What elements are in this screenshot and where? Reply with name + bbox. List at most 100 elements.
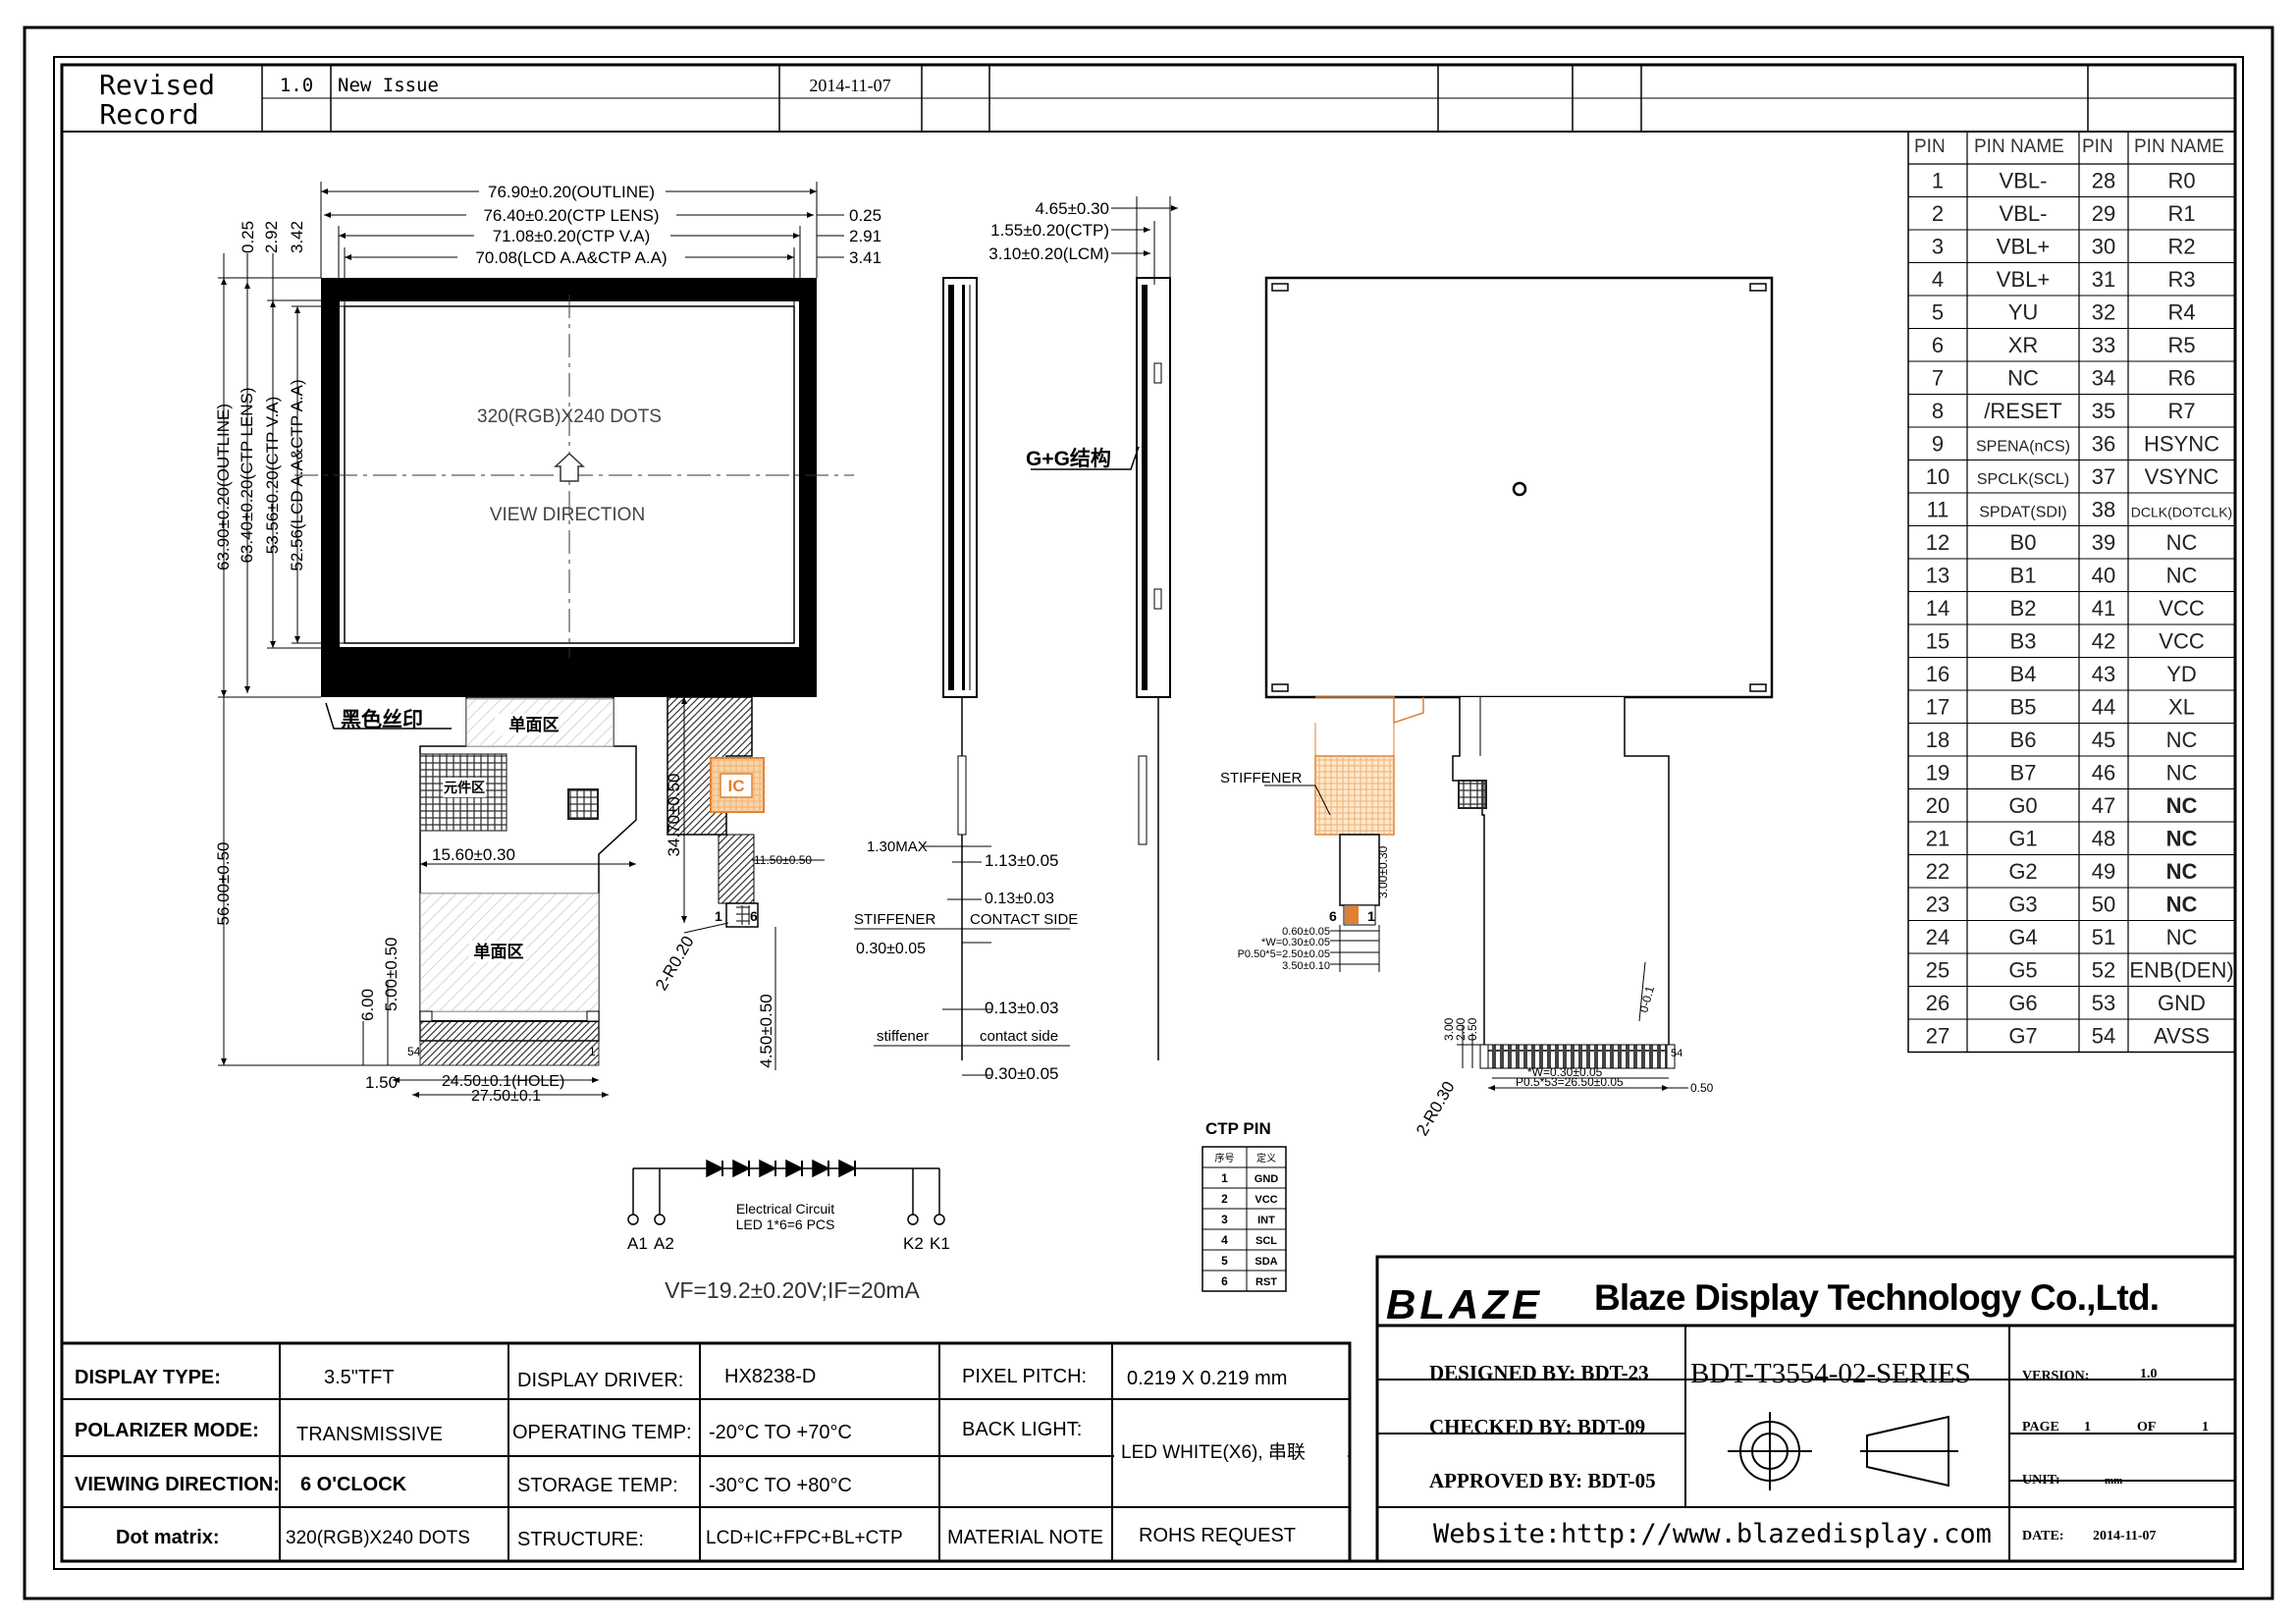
pin-number: 52 (2092, 958, 2115, 983)
pin-name: B3 (2010, 629, 2037, 654)
vf-if-spec: VF=19.2±0.20V;IF=20mA (665, 1277, 920, 1303)
pin-number: 15 (1926, 629, 1949, 654)
side-view: 4.65±0.30 1.55±0.20(CTP) 3.10±0.20(LCM) … (854, 196, 1178, 1083)
view-direction-label: VIEW DIRECTION (490, 505, 645, 525)
pin-number: 10 (1926, 464, 1949, 489)
dim-1-5: 1.50 (365, 1073, 398, 1092)
pin-number: 11 (1927, 498, 1949, 522)
pin-name: B6 (2010, 728, 2037, 752)
logo-text: BLAZE (1386, 1281, 1543, 1327)
pin-name: B1 (2010, 564, 2037, 588)
pin-number: 20 (1926, 793, 1949, 818)
pin-number: 38 (2092, 498, 2115, 522)
pin-number: 33 (2092, 333, 2115, 357)
pin-name: /RESET (1984, 399, 2061, 423)
circuit-subtitle: LED 1*6=6 PCS (736, 1217, 835, 1232)
revision-record: Revised Record 1.0 New Issue 2014-11-07 (62, 65, 2235, 133)
pin-name: B2 (2010, 596, 2037, 621)
pin-number: 34 (2092, 366, 2115, 391)
led-diode-icon (838, 1159, 857, 1178)
pin-number: 29 (2092, 201, 2115, 226)
back-ctp-pin1: 1 (1367, 908, 1375, 924)
side-dim-lcm: 3.10±0.20(LCM) (988, 244, 1109, 263)
revision-description: New Issue (338, 75, 439, 96)
dim-030-b: 0.30±0.05 (985, 1064, 1059, 1083)
dim-outline-height: 63.90±0.20(OUTLINE) (214, 404, 233, 570)
dim-left-342: 3.42 (288, 221, 306, 253)
pin-name: VCC (2159, 596, 2205, 621)
pin-name: R6 (2167, 366, 2195, 391)
pin-number: 43 (2092, 662, 2115, 686)
spec-pixel-pitch-value: 0.219 X 0.219 mm (1127, 1368, 1287, 1389)
front-view: 320(RGB)X240 DOTS VIEW DIRECTION 76.90±0… (214, 182, 881, 1105)
page-label: PAGE (2022, 1420, 2059, 1435)
dim-013-a: 0.13±0.03 (985, 891, 1054, 907)
cathode-k2: K2 (903, 1234, 924, 1253)
spec-material-label: MATERIAL NOTE (947, 1527, 1103, 1548)
ctp-pin-name: INT (1257, 1215, 1275, 1226)
pin-name: R7 (2167, 399, 2195, 423)
pin-name: ENB(DEN) (2129, 958, 2233, 983)
back-dim-350: 3.50±0.10 (1282, 960, 1330, 972)
pin-name: R2 (2167, 235, 2195, 259)
pin-name: VCC (2159, 629, 2205, 654)
pin-name: G0 (2008, 793, 2037, 818)
dim-left-025: 0.25 (239, 221, 257, 253)
pin-name: DCLK(DOTCLK) (2131, 505, 2232, 520)
pin-name: B5 (2010, 695, 2037, 720)
anode-a1: A1 (627, 1234, 648, 1253)
back-dim-pitch: P0.50*5=2.50±0.05 (1238, 948, 1330, 960)
pin-number: 6 (1932, 333, 1944, 357)
pin-name: SPCLK(SCL) (1977, 471, 2069, 488)
ctp-pin-last: 6 (750, 908, 758, 924)
pin-number: 14 (1926, 596, 1949, 621)
led-circuit: A1 A2 K2 K1 Electrical Circuit LED 1*6=6… (627, 1159, 950, 1303)
back-dim-01: 0-0.1 (1636, 984, 1657, 1013)
ic-label: IC (728, 777, 745, 795)
pin-number: 16 (1926, 662, 1949, 686)
pin-number: 50 (2092, 893, 2115, 917)
dim-ctp-lens-height: 63.40±0.20(CTP LENS) (238, 387, 256, 563)
pin-name: NC (2166, 530, 2198, 555)
pin-name: G4 (2008, 925, 2037, 949)
ctp-pin-name: SDA (1255, 1256, 1277, 1268)
pin-name: NC (2166, 893, 2198, 917)
ctp-header-no: 序号 (1215, 1152, 1235, 1164)
dim-outline-width: 76.90±0.20(OUTLINE) (488, 183, 655, 201)
record-label: Record (99, 98, 198, 131)
part-number: BDT-T3554-02-SERIES (1690, 1358, 1971, 1389)
pin-number: 19 (1926, 761, 1949, 785)
pin-number: 26 (1926, 991, 1949, 1015)
pin-name: R3 (2167, 267, 2195, 292)
side-dim-ctp: 1.55±0.20(CTP) (990, 221, 1109, 240)
ctp-pin-number: 5 (1221, 1254, 1228, 1268)
checked-by: CHECKED BY: BDT-09 (1429, 1415, 1645, 1438)
pin-name: XR (2008, 333, 2039, 357)
anode-a2: A2 (654, 1234, 674, 1253)
dim-left-292: 2.92 (262, 221, 281, 253)
back-pitch-total: P0.5*53=26.50±0.05 (1516, 1075, 1624, 1089)
pin-header-2: PIN (2082, 136, 2113, 157)
approved-by: APPROVED BY: BDT-05 (1429, 1469, 1656, 1492)
pin-number: 27 (1926, 1024, 1949, 1049)
front-pin1: 1 (589, 1045, 596, 1058)
blaze-logo: BLAZE (1386, 1281, 1543, 1327)
pin-number: 9 (1932, 432, 1944, 457)
dim-ctp-va-width: 71.08±0.20(CTP V.A) (493, 227, 651, 245)
ic-dim: 11.50±0.50 (754, 853, 812, 867)
pin-name: R0 (2167, 169, 2195, 193)
pin-name: R1 (2167, 201, 2195, 226)
led-diode-icon (759, 1159, 777, 1178)
back-radius: 2-R0.30 (1413, 1078, 1459, 1139)
pin-number: 8 (1932, 399, 1944, 423)
pin-number: 23 (1926, 893, 1949, 917)
back-dim-side-200: 2.00 (1454, 1017, 1468, 1041)
dim-030-a: 0.30±0.05 (856, 941, 926, 957)
pin-name: NC (2166, 859, 2198, 884)
pin-name: R4 (2167, 300, 2195, 325)
pin-number: 13 (1926, 564, 1949, 588)
pin-name: NC (2166, 925, 2198, 949)
dim-right-341: 3.41 (849, 248, 881, 267)
